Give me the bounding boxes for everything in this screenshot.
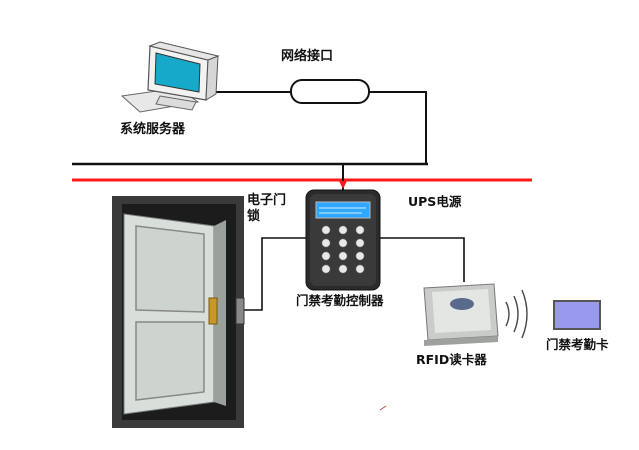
wireless-signal-icon [505,289,528,339]
stray-mark [379,405,387,411]
electronic-lock [235,297,245,325]
keypad [321,225,365,274]
lock-wire [244,237,306,311]
server-label: 系统服务器 [120,121,186,137]
rfid-reader-icon [423,283,499,346]
rfid-reader-label: RFID读卡器 [416,352,487,367]
network-wiring [210,91,427,163]
controller-screen [315,201,371,219]
card-label: 门禁考勤卡 [546,337,609,352]
controller-label: 门禁考勤控制器 [296,293,384,308]
access-card-icon [553,300,601,330]
electronic-lock-label-line2: 锁 [247,208,260,224]
keypad-controller-icon [305,189,381,291]
network-port-connector [290,79,370,104]
electronic-lock-label-line1: 电子门 [247,192,286,208]
ups-power-label: UPS电源 [408,194,462,209]
power-connector [339,181,347,189]
reader-wire [380,237,465,282]
network-port-label: 网络接口 [281,48,333,64]
door-icon [112,196,245,428]
desktop-computer-icon [120,41,220,113]
